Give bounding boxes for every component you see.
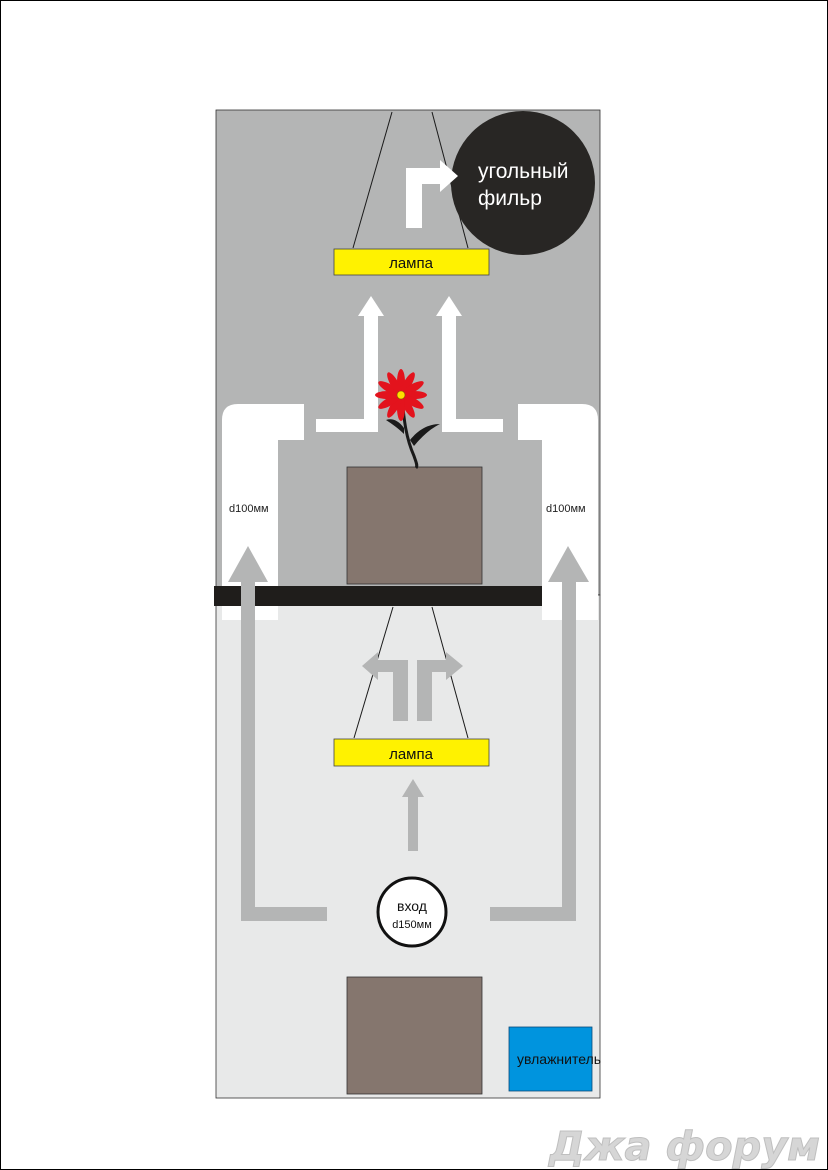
lamp-top-label: лампа — [389, 255, 434, 272]
arrow-split-left — [362, 652, 408, 721]
arrow-to-filter — [406, 160, 458, 228]
lamp-top — [333, 248, 490, 276]
watermark: Джа форум — [547, 1124, 820, 1170]
inlet-label-line1: вход — [397, 898, 427, 914]
plant-pot-lower — [346, 976, 483, 1095]
carbon-filter-label-line2: фильр — [478, 187, 542, 210]
arrow-up-right — [436, 296, 503, 432]
arrow-up-left — [316, 296, 384, 432]
duct-right-label: d100мм — [546, 503, 586, 515]
plant-pot-upper — [346, 466, 483, 585]
humidifier-label: увлажнитель — [517, 1051, 601, 1067]
humidifier — [508, 1026, 593, 1092]
arrow-right-riser — [490, 546, 589, 921]
carbon-filter — [451, 111, 595, 255]
duct-left-label: d100мм — [229, 503, 269, 515]
arrow-left-riser — [228, 546, 327, 921]
divider-shelf — [214, 586, 542, 606]
carbon-filter-label-line1: угольный — [478, 160, 569, 183]
arrow-center-up — [402, 779, 424, 851]
lamp-bottom — [333, 738, 490, 767]
arrow-split-right — [417, 652, 463, 721]
lamp-bottom-label: лампа — [389, 746, 434, 763]
flower-icon — [375, 369, 440, 470]
inlet-label-line2: d150мм — [392, 919, 432, 931]
inlet-opening — [376, 876, 448, 948]
